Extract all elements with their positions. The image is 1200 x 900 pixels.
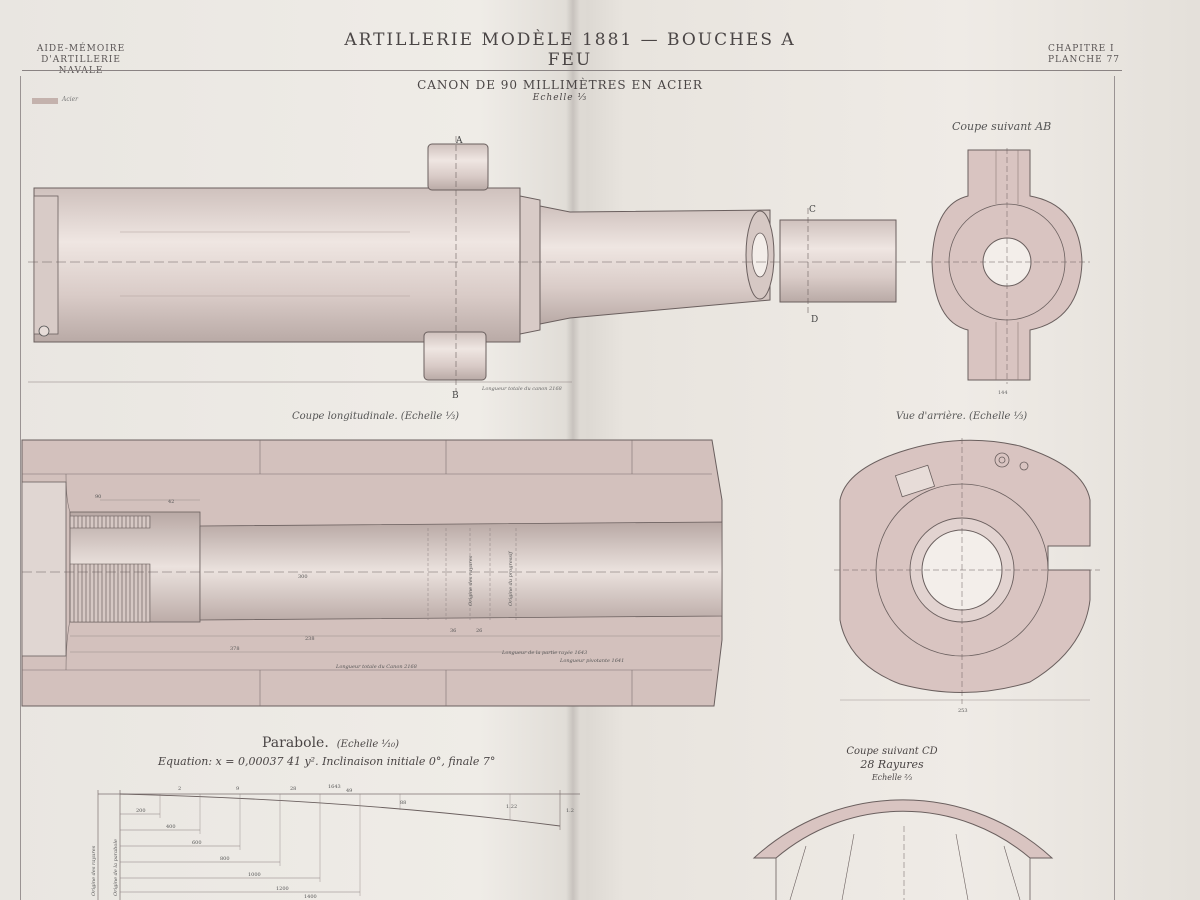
rifled-length-annotation: Longueur de la partie rayée 1643	[501, 649, 587, 656]
parabola-scale: (Echelle ⅒)	[336, 739, 400, 750]
parabola-top-value-3: 28	[290, 786, 296, 792]
parabola-top-value-6: 88	[400, 800, 406, 806]
parabola-top-value-8: 1.2	[566, 808, 574, 814]
section-ab-title: Coupe suivant AB	[952, 120, 1052, 133]
parabola-step-600: 600	[192, 840, 202, 846]
dim-378: 378	[230, 646, 240, 652]
parabola-top-value-7: 1.22	[506, 804, 517, 810]
drawing-scale: Echelle ⅓	[532, 93, 588, 103]
rear-view	[834, 438, 1100, 704]
origin-progressive-label: Origine du progressif	[508, 550, 514, 606]
parabola-title-text: Parabole.	[262, 735, 329, 751]
total-length-annotation-top: Longueur totale du canon 2168	[481, 386, 562, 392]
parabola-step-1200: 1200	[276, 886, 289, 892]
parabola-title: Parabole. (Echelle ⅒)	[262, 735, 399, 751]
parabola-step-400: 400	[166, 824, 176, 830]
parabola-step-200: 200	[136, 808, 146, 814]
longitudinal-section-view	[21, 439, 723, 707]
section-ab-dim: 144	[998, 390, 1008, 396]
parabola-top-value-5: 1643	[328, 784, 341, 790]
section-cd-title-line3: Echelle ⅔	[871, 773, 913, 782]
parabola-equation: Equation: x = 0,00037 41 y². Inclinaison…	[158, 755, 496, 768]
rear-view-dim: 253	[958, 708, 968, 714]
section-cd-title-line2: 28 Rayures	[860, 758, 924, 771]
origin-rifling-label: Origine des rayures	[468, 555, 474, 606]
header-right: CHAPITRE I PLANCHE 77	[1048, 44, 1138, 66]
parabola-top-value-1: 2	[178, 786, 181, 792]
section-cd-title-line1: Coupe suivant CD	[846, 746, 938, 757]
drawing-title-text: CANON DE 90 MILLIMÈTRES EN ACIER	[417, 78, 703, 92]
frame-right	[1114, 76, 1115, 900]
parabola-diagram	[97, 790, 580, 900]
header-left-line2: D'ARTILLERIE NAVALE	[41, 55, 121, 76]
material-key-swatch	[32, 98, 58, 104]
parabola-vertical-label-1: Origine des rayures	[91, 845, 97, 896]
parabola-top-value-4: 49	[346, 788, 352, 794]
cut-letter-d: D	[811, 315, 818, 325]
chapter-label: CHAPITRE I	[1048, 44, 1115, 54]
parabola-step-1400: 1400	[304, 894, 317, 900]
parabola-top-value-2: 9	[236, 786, 239, 792]
dim-238: 238	[305, 636, 315, 642]
plate-label: PLANCHE 77	[1048, 55, 1121, 65]
dim-42: 42	[168, 499, 174, 505]
page-title: ARTILLERIE MODÈLE 1881 — BOUCHES A FEU	[344, 30, 796, 70]
dim-90: 90	[95, 494, 101, 500]
parabola-vertical-label-2: Origine de la parabole	[113, 839, 119, 896]
drawing-title: CANON DE 90 MILLIMÈTRES EN ACIER Echelle…	[400, 78, 720, 103]
total-length-annotation-bottom: Longueur totale du Canon 2168	[335, 664, 417, 670]
dim-36: 36	[450, 628, 456, 634]
cut-letter-b: B	[452, 391, 459, 401]
longitudinal-section-title: Coupe longitudinale. (Echelle ⅓)	[292, 411, 460, 422]
cut-letter-a: A	[455, 136, 463, 146]
header-left-line1: AIDE-MÉMOIRE	[36, 44, 126, 54]
gun-exterior-view	[28, 136, 920, 392]
parabola-step-800: 800	[220, 856, 230, 862]
frame-left	[20, 76, 21, 900]
header-rule	[22, 70, 1122, 71]
parabola-step-1000: 1000	[248, 872, 261, 878]
rear-view-title: Vue d'arrière. (Echelle ⅓)	[896, 411, 1028, 422]
section-cd-title: Coupe suivant CD 28 Rayures Echelle ⅔	[822, 745, 962, 784]
section-ab-view	[926, 148, 1090, 384]
section-cd-view	[752, 799, 1054, 900]
dim-300: 300	[298, 574, 308, 580]
cut-letter-c: C	[809, 205, 816, 215]
header-left: AIDE-MÉMOIRE D'ARTILLERIE NAVALE	[26, 44, 136, 77]
material-key-label: Acier	[62, 96, 79, 103]
dim-26: 26	[476, 628, 482, 634]
bore-length-annotation: Longueur pivotante 1641	[559, 658, 624, 664]
